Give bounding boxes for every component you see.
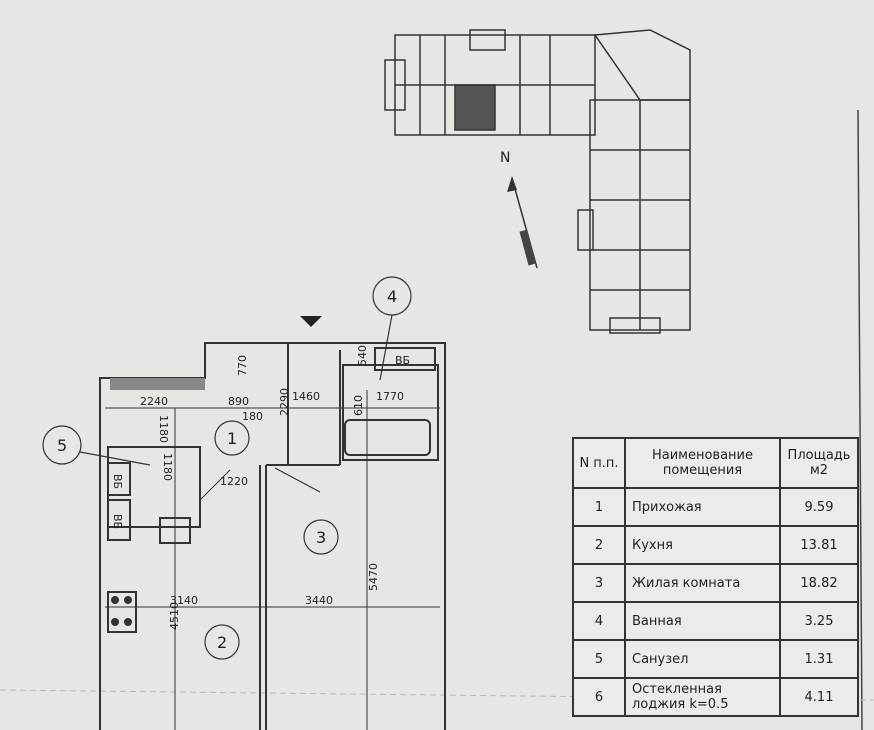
room-name: Остекленная лоджия k=0.5 <box>624 677 781 717</box>
row-number: 2 <box>572 525 626 565</box>
entrance-marker <box>300 316 322 327</box>
dimension-label: 4510 <box>168 602 181 630</box>
room-marker-4: 4 <box>387 287 397 306</box>
room-area: 18.82 <box>779 563 859 603</box>
dimension-label: 770 <box>236 355 249 376</box>
room-name: Жилая комната <box>624 563 781 603</box>
fixture-label: ВБ <box>111 514 124 529</box>
room-marker-2: 2 <box>217 633 227 652</box>
header-name: Наименование помещения <box>624 437 781 489</box>
dimension-label: 3140 <box>170 594 198 607</box>
building-key-plan <box>384 29 691 334</box>
room-area: 1.31 <box>779 639 859 679</box>
north-arrow: N <box>500 150 538 269</box>
room-area: 13.81 <box>779 525 859 565</box>
dimension-label: 2240 <box>140 395 168 408</box>
dimension-label: 1770 <box>376 390 404 403</box>
dimension-label: 1220 <box>220 475 248 488</box>
row-number: 5 <box>572 639 626 679</box>
room-area: 4.11 <box>779 677 859 717</box>
room-marker-5: 5 <box>57 436 67 455</box>
room-marker-1: 1 <box>227 429 237 448</box>
dimension-label: 5470 <box>367 563 380 591</box>
dimension-label: 180 <box>242 410 263 423</box>
fixture-label: ВБ <box>111 474 124 489</box>
header-number: N п.п. <box>572 437 626 489</box>
row-number: 1 <box>572 487 626 527</box>
dimension-label: 1180 <box>157 415 170 443</box>
dimension-label: 1460 <box>292 390 320 403</box>
room-area: 9.59 <box>779 487 859 527</box>
room-marker-3: 3 <box>316 528 326 547</box>
header-area: Площадь м2 <box>779 437 859 489</box>
dimension-label: 1180 <box>161 453 174 481</box>
row-number: 6 <box>572 677 626 717</box>
dimension-label: 3440 <box>305 594 333 607</box>
room-name: Санузел <box>624 639 781 679</box>
dimension-label: 890 <box>228 395 249 408</box>
room-area: 3.25 <box>779 601 859 641</box>
room-name: Ванная <box>624 601 781 641</box>
dimension-label: 610 <box>352 395 365 416</box>
apartment-plan <box>99 342 446 730</box>
room-name: Кухня <box>624 525 781 565</box>
north-label: N <box>500 150 510 166</box>
table-header-row: N п.п. Наименование помещения Площадь м2 <box>572 437 859 489</box>
dimension-label: 2290 <box>278 388 291 416</box>
dimension-label: 540 <box>356 345 369 366</box>
row-number: 4 <box>572 601 626 641</box>
fixture-label: ВБ <box>395 354 410 367</box>
room-name: Прихожая <box>624 487 781 527</box>
room-area-table: N п.п. Наименование помещения Площадь м2… <box>572 437 859 717</box>
row-number: 3 <box>572 563 626 603</box>
